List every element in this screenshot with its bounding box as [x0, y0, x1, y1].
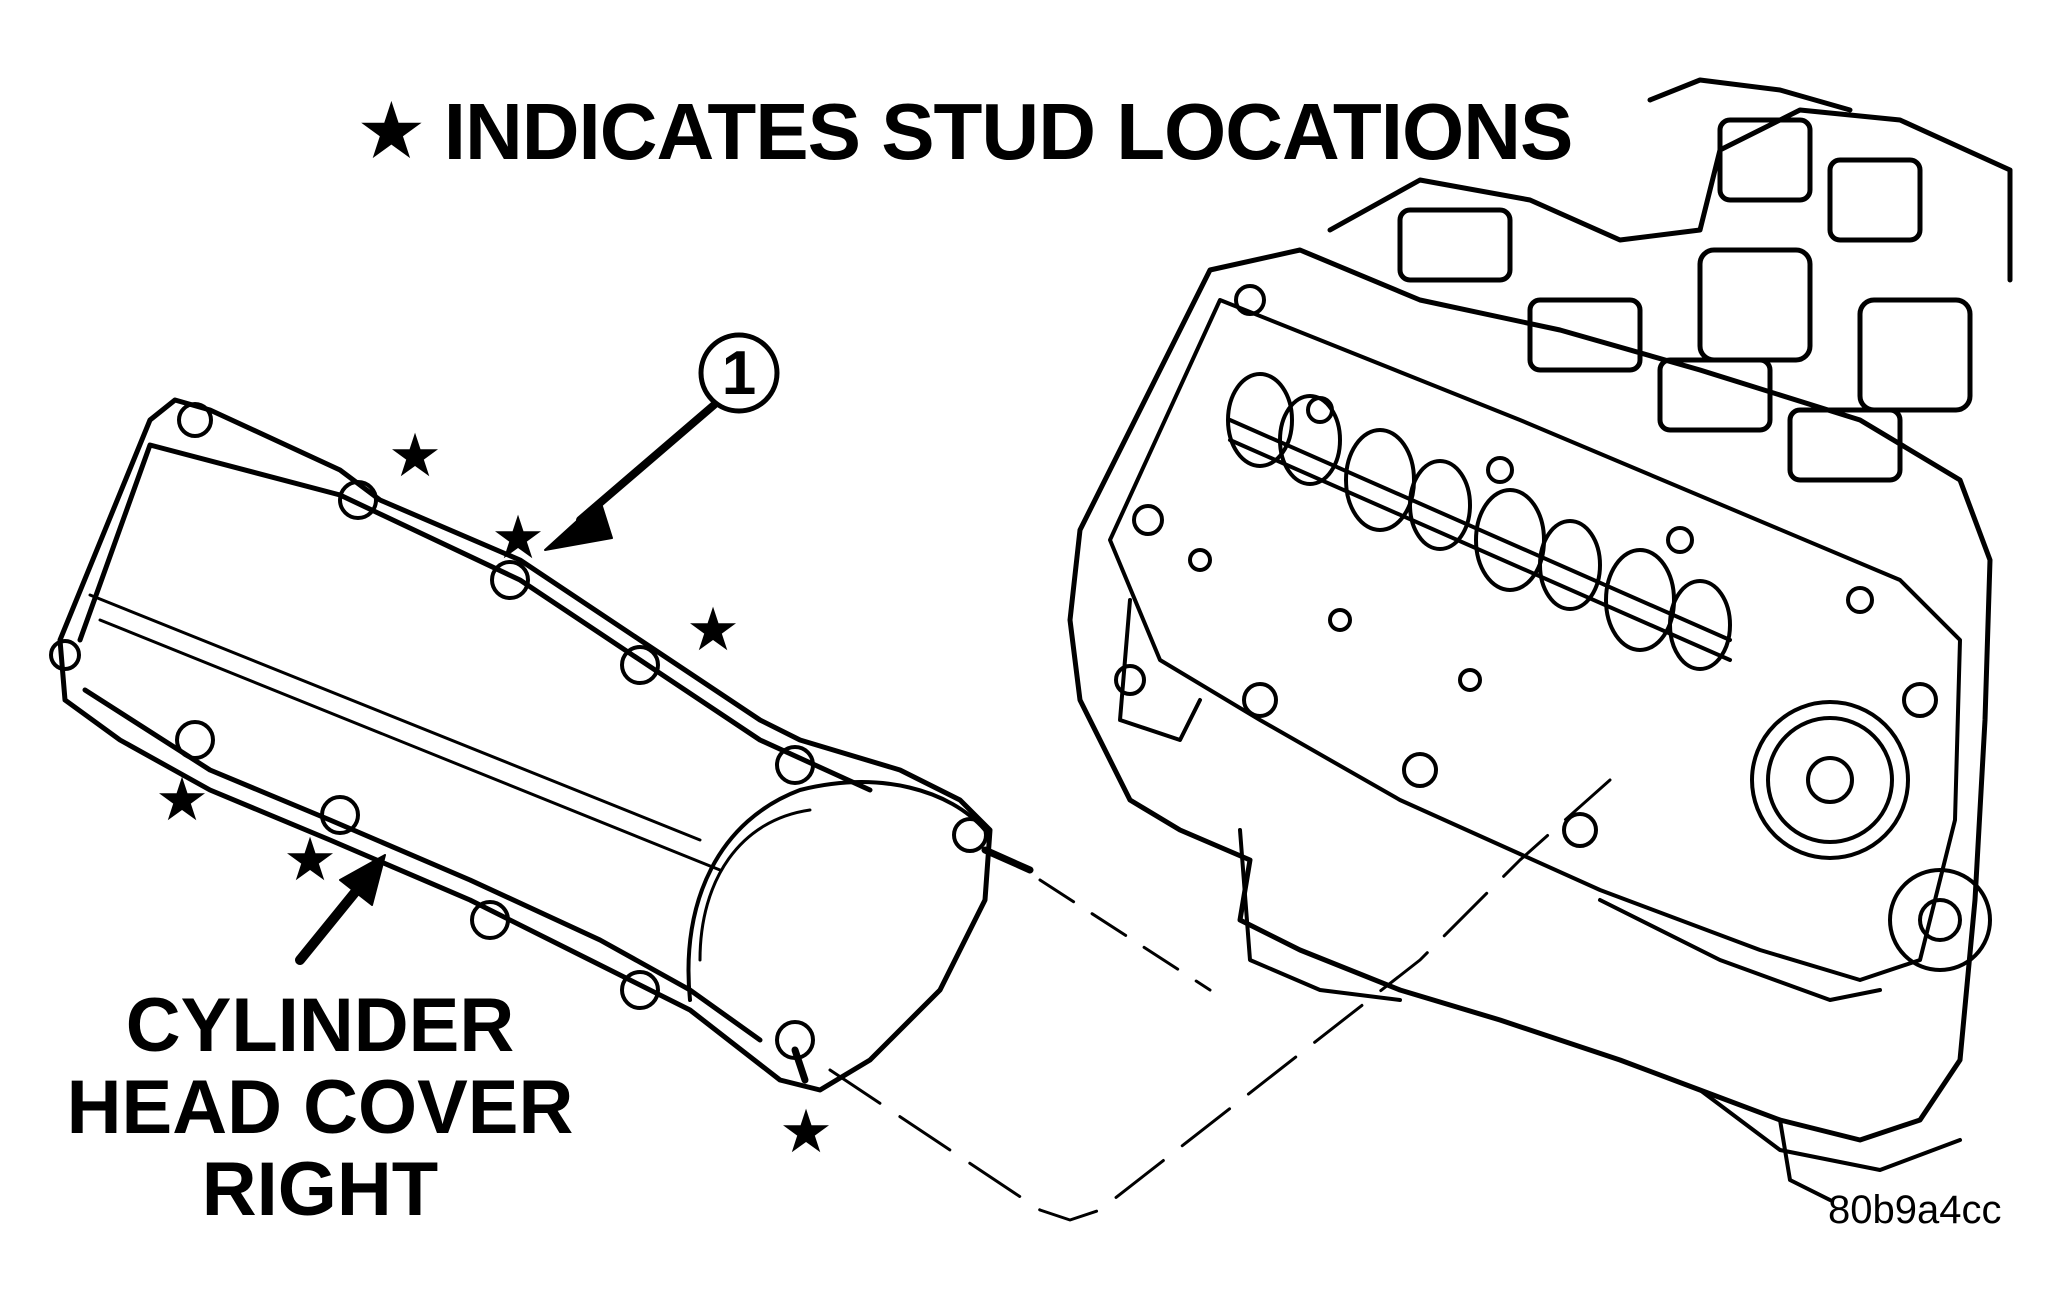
stud-star-3: ★ — [686, 595, 740, 665]
stud-star-4: ★ — [155, 765, 209, 835]
figure-code: 80b9a4cc — [1828, 1188, 2002, 1232]
part-label-leader — [295, 854, 386, 965]
stud-star-6: ★ — [779, 1097, 833, 1167]
stud-star-5: ★ — [283, 825, 337, 895]
alignment-lines — [828, 778, 1612, 1222]
legend-text: INDICATES STUD LOCATIONS — [443, 87, 1574, 176]
legend-star-icon: ★ — [360, 92, 423, 170]
stud-star-1: ★ — [388, 421, 442, 491]
cylinder-head-cover-illustration — [49, 397, 1034, 1093]
part-label-line1: CYLINDER — [125, 983, 515, 1068]
engine-block-illustration — [1067, 77, 2013, 1202]
callout-1-leader — [544, 332, 780, 551]
stud-location-stars: ★ ★ ★ ★ ★ ★ — [155, 421, 833, 1167]
part-label-line2: HEAD COVER — [66, 1065, 574, 1151]
part-label-line3: RIGHT — [201, 1147, 439, 1233]
stud-star-2: ★ — [491, 503, 545, 573]
part-label: CYLINDER HEAD COVER RIGHT — [40, 983, 600, 1233]
stud-legend: ★INDICATES STUD LOCATIONS — [360, 92, 1573, 172]
callout-number: 1 — [721, 339, 757, 408]
